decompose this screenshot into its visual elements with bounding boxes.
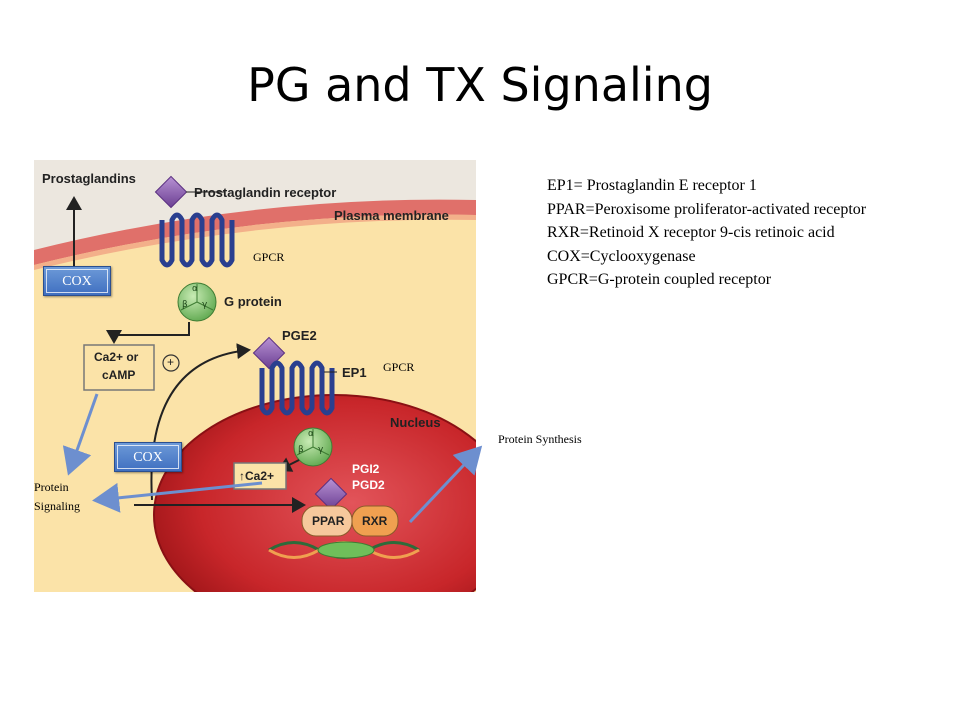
protein-signaling-label-2: Signaling [34, 499, 81, 513]
alpha-label-mid: α [308, 429, 314, 439]
ca2-label: ↑Ca2+ [239, 469, 275, 483]
gpcr-label-mid: GPCR [383, 360, 415, 374]
prostaglandins-label: Prostaglandins [42, 171, 136, 186]
definition-ep1: EP1= Prostaglandin E receptor 1 [547, 177, 757, 194]
pgi2-label: PGI2 [352, 462, 380, 476]
definitions-list: EP1= Prostaglandin E receptor 1 PPAR=Per… [547, 174, 866, 292]
cox-box-top: COX [43, 266, 111, 296]
plasma-membrane-label: Plasma membrane [334, 208, 449, 223]
protein-signaling-label-1: Protein [34, 480, 69, 494]
prostaglandin-ligand-top [154, 175, 188, 209]
slide-title: PG and TX Signaling [247, 58, 713, 112]
gamma-label-mid: γ [318, 445, 324, 455]
ep1-receptor [259, 360, 335, 416]
signaling-diagram: Prostaglandins Prostaglandin receptor Pl… [34, 160, 476, 592]
plus-circle [162, 354, 180, 372]
definition-cox: COX=Cyclooxygenase [547, 247, 696, 265]
pgd2-label: PGD2 [352, 478, 385, 492]
definition-gpcr: GPCR=G-protein coupled receptor [547, 271, 772, 288]
g-protein-label: G protein [224, 294, 282, 309]
nucleus-label: Nucleus [390, 415, 441, 430]
beta-label-mid: β [298, 445, 304, 455]
rxr-pill [351, 505, 399, 537]
gamma-label-top: γ [202, 300, 208, 310]
plus-label: + [167, 355, 175, 369]
prostaglandin-receptor-label: Prostaglandin receptor [194, 185, 337, 200]
gpcr-label-top: GPCR [253, 250, 285, 264]
pge2-label: PGE2 [282, 328, 317, 343]
protein-synthesis-label: Protein Synthesis [498, 432, 582, 446]
ca-camp-label-2: cAMP [102, 368, 136, 382]
ep1-label: EP1 [342, 365, 367, 380]
prostaglandin-receptor-top [159, 212, 235, 268]
gprotein-to-ca-arrow [106, 322, 190, 344]
definition-ppar: PPAR=Peroxisome proliferator-activated r… [547, 200, 867, 218]
beta-label-top: β [182, 300, 188, 310]
ca-camp-label-1: Ca2+ or [94, 350, 139, 364]
definition-rxr: RXR=Retinoid X receptor 9-cis retinoic a… [547, 224, 835, 241]
alpha-label-top: α [192, 284, 198, 294]
ca-camp-box [83, 344, 155, 391]
pgi2-ligand [314, 477, 348, 511]
rxr-label: RXR [362, 514, 388, 528]
plasma-membrane [34, 199, 476, 265]
ppar-label: PPAR [312, 514, 345, 528]
cox-box-bottom: COX [114, 442, 182, 472]
